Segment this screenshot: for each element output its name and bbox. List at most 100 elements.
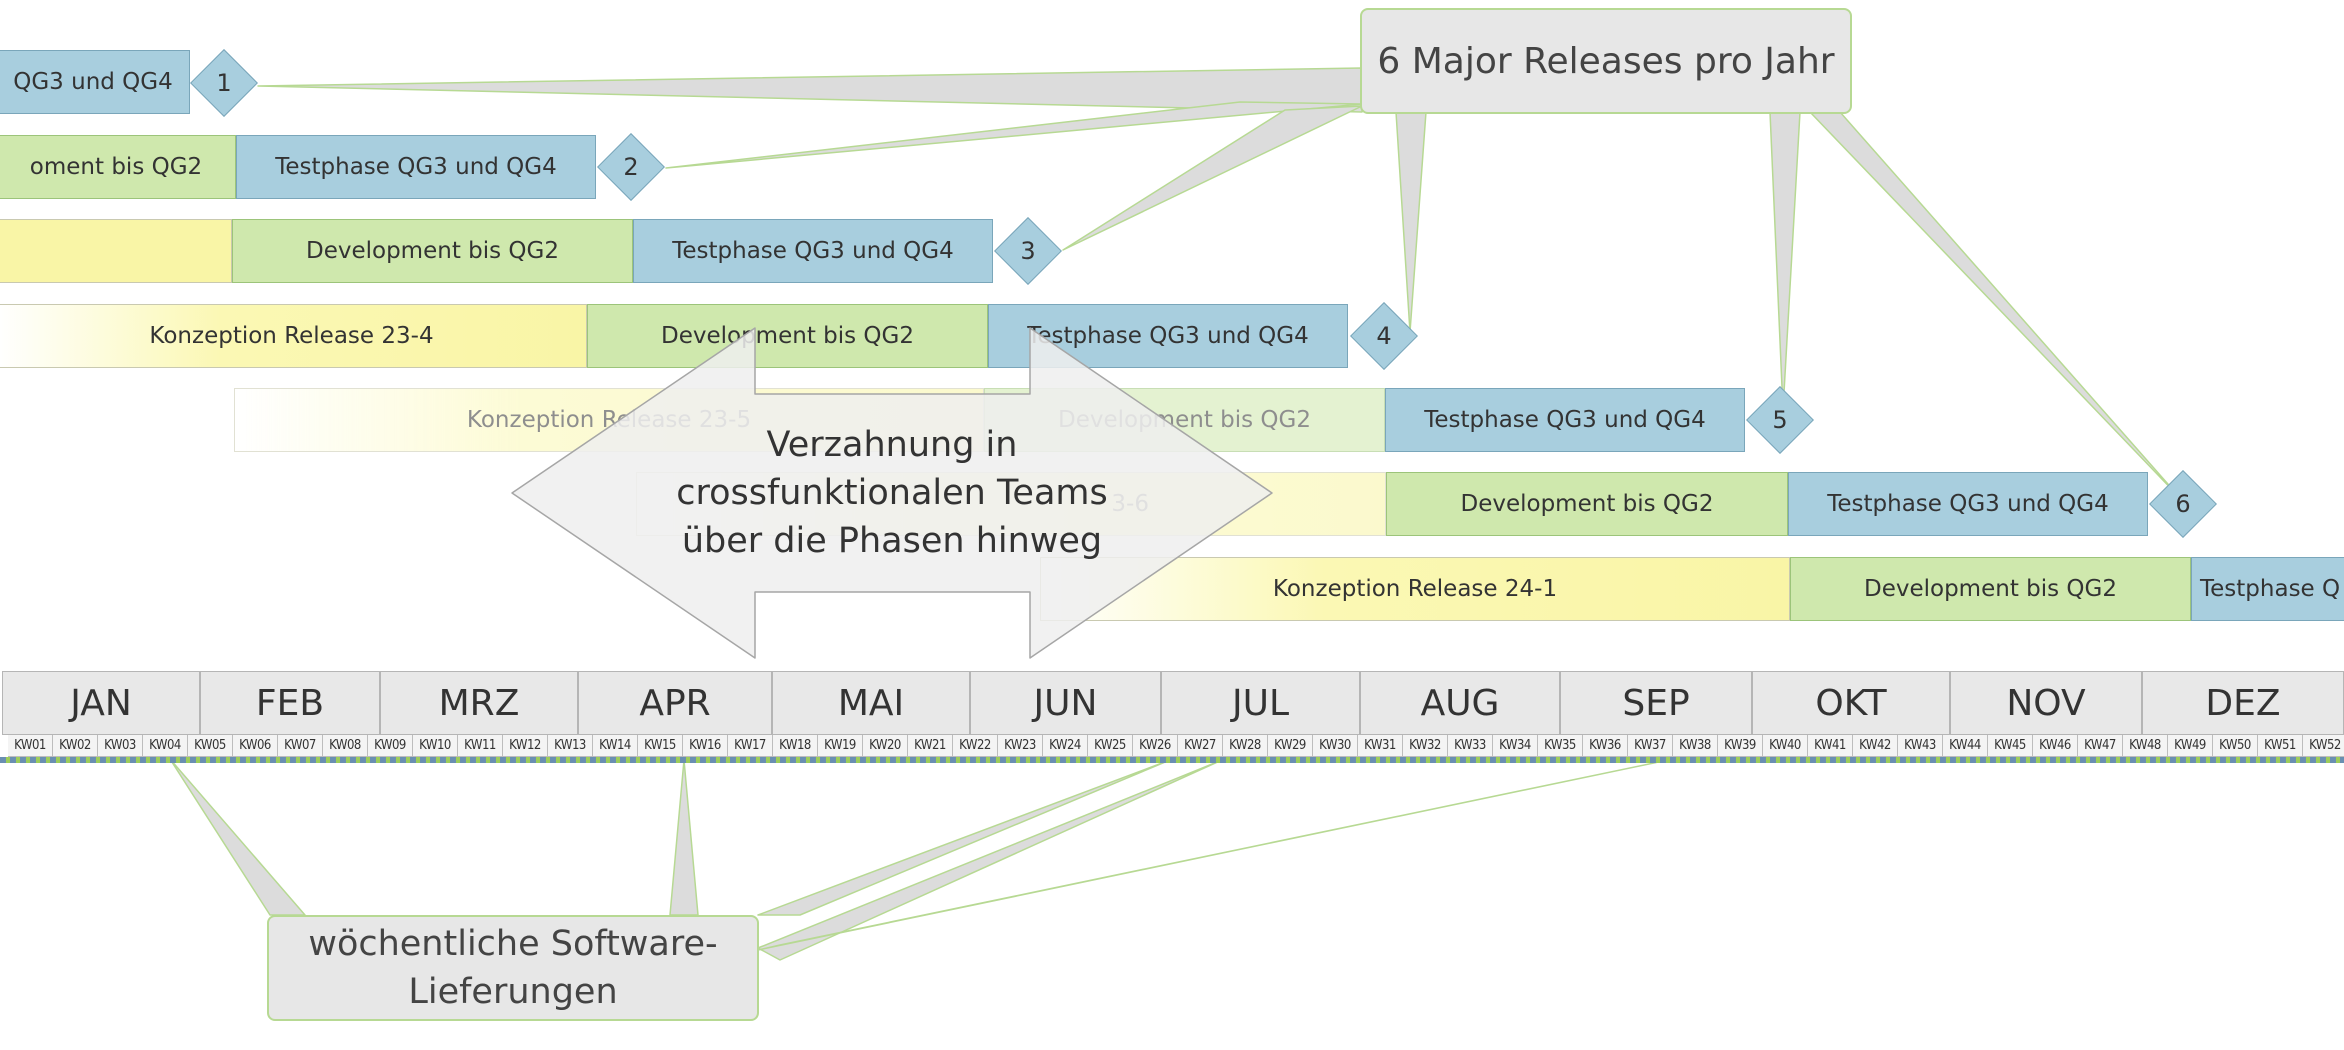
week-kw23: KW23 <box>998 735 1043 757</box>
week-kw20: KW20 <box>863 735 908 757</box>
arrow-label-line-2: crossfunktionalen Teams <box>676 473 1108 513</box>
week-kw32: KW32 <box>1403 735 1448 757</box>
milestone-label-6: 6 <box>2175 490 2191 518</box>
week-kw49: KW49 <box>2168 735 2213 757</box>
testphase-bar-release-7: Testphase Q <box>2191 557 2344 621</box>
week-kw19: KW19 <box>818 735 863 757</box>
month-dez: DEZ <box>2142 671 2344 735</box>
week-kw28: KW28 <box>1223 735 1268 757</box>
connector-weekly-4 <box>757 759 1223 961</box>
development-bar-release-4: Development bis QG2 <box>587 304 988 368</box>
development-bar-release-7: Development bis QG2 <box>1790 557 2191 621</box>
testphase-bar-release-3: Testphase QG3 und QG4 <box>633 219 993 283</box>
week-kw25: KW25 <box>1088 735 1133 757</box>
week-kw47: KW47 <box>2078 735 2123 757</box>
development-bar-release-2: oment bis QG2 <box>0 135 236 199</box>
major-releases-callout: 6 Major Releases pro Jahr <box>1360 8 1852 114</box>
week-kw16: KW16 <box>683 735 728 757</box>
milestone-label-2: 2 <box>623 153 639 181</box>
weekly-delivery-stripe <box>0 757 2344 763</box>
week-kw52: KW52 <box>2303 735 2344 757</box>
week-kw13: KW13 <box>548 735 593 757</box>
week-kw02: KW02 <box>53 735 98 757</box>
week-kw48: KW48 <box>2123 735 2168 757</box>
konzeption-bar-release-3 <box>0 219 232 283</box>
week-kw46: KW46 <box>2033 735 2078 757</box>
month-jun: JUN <box>970 671 1161 735</box>
week-kw14: KW14 <box>593 735 638 757</box>
month-feb: FEB <box>200 671 380 735</box>
week-kw17: KW17 <box>728 735 773 757</box>
week-kw05: KW05 <box>188 735 233 757</box>
connector-release-3 <box>1062 105 1363 251</box>
week-kw51: KW51 <box>2258 735 2303 757</box>
milestone-label-1: 1 <box>216 69 232 97</box>
week-kw40: KW40 <box>1763 735 1808 757</box>
week-kw29: KW29 <box>1268 735 1313 757</box>
milestone-label-4: 4 <box>1376 322 1392 350</box>
week-kw01: KW01 <box>8 735 53 757</box>
week-kw15: KW15 <box>638 735 683 757</box>
week-kw12: KW12 <box>503 735 548 757</box>
arrow-label-line-1: Verzahnung in <box>766 425 1018 465</box>
connector-release-2 <box>665 101 1363 169</box>
week-kw26: KW26 <box>1133 735 1178 757</box>
week-kw38: KW38 <box>1673 735 1718 757</box>
week-kw43: KW43 <box>1898 735 1943 757</box>
month-apr: APR <box>578 671 772 735</box>
development-bar-release-6: Development bis QG2 <box>1386 472 1788 536</box>
konzeption-bar-release-7: Konzeption Release 24-1 <box>1040 557 1790 621</box>
arrow-label-line-3: über die Phasen hinweg <box>681 521 1103 561</box>
week-kw22: KW22 <box>953 735 998 757</box>
week-kw41: KW41 <box>1808 735 1853 757</box>
week-kw36: KW36 <box>1583 735 1628 757</box>
week-kw10: KW10 <box>413 735 458 757</box>
week-kw34: KW34 <box>1493 735 1538 757</box>
week-kw11: KW11 <box>458 735 503 757</box>
week-kw03: KW03 <box>98 735 143 757</box>
week-kw24: KW24 <box>1043 735 1088 757</box>
week-kw37: KW37 <box>1628 735 1673 757</box>
week-kw31: KW31 <box>1358 735 1403 757</box>
week-kw04: KW04 <box>143 735 188 757</box>
week-kw06: KW06 <box>233 735 278 757</box>
week-kw45: KW45 <box>1988 735 2033 757</box>
week-kw44: KW44 <box>1943 735 1988 757</box>
connector-weekly-3 <box>757 759 1171 916</box>
testphase-bar-release-6: Testphase QG3 und QG4 <box>1788 472 2148 536</box>
testphase-bar-release-5: Testphase QG3 und QG4 <box>1385 388 1745 452</box>
week-kw07: KW07 <box>278 735 323 757</box>
week-kw18: KW18 <box>773 735 818 757</box>
week-kw09: KW09 <box>368 735 413 757</box>
weekly-delivery-line-1: wöchentliche Software- <box>308 924 718 964</box>
month-mrz: MRZ <box>380 671 578 735</box>
week-kw27: KW27 <box>1178 735 1223 757</box>
week-kw08: KW08 <box>323 735 368 757</box>
interlock-arrow-label: Verzahnung in crossfunktionalen Teams üb… <box>632 421 1152 565</box>
month-nov: NOV <box>1950 671 2142 735</box>
major-releases-text: 6 Major Releases pro Jahr <box>1377 40 1835 82</box>
week-kw50: KW50 <box>2213 735 2258 757</box>
month-jan: JAN <box>2 671 200 735</box>
month-jul: JUL <box>1161 671 1360 735</box>
milestone-label-5: 5 <box>1772 406 1788 434</box>
week-kw30: KW30 <box>1313 735 1358 757</box>
konzeption-bar-release-4: Konzeption Release 23-4 <box>0 304 587 368</box>
month-sep: SEP <box>1560 671 1752 735</box>
week-kw33: KW33 <box>1448 735 1493 757</box>
testphase-bar-release-1: QG3 und QG4 <box>0 50 190 114</box>
connector-weekly-5 <box>757 759 1669 951</box>
development-bar-release-3: Development bis QG2 <box>232 219 633 283</box>
week-kw35: KW35 <box>1538 735 1583 757</box>
month-mai: MAI <box>772 671 970 735</box>
week-kw39: KW39 <box>1718 735 1763 757</box>
testphase-bar-release-2: Testphase QG3 und QG4 <box>236 135 596 199</box>
week-kw21: KW21 <box>908 735 953 757</box>
week-kw42: KW42 <box>1853 735 1898 757</box>
weekly-delivery-callout: wöchentliche Software- Lieferungen <box>267 915 759 1021</box>
weekly-delivery-line-2: Lieferungen <box>408 972 618 1012</box>
milestone-label-3: 3 <box>1020 237 1036 265</box>
